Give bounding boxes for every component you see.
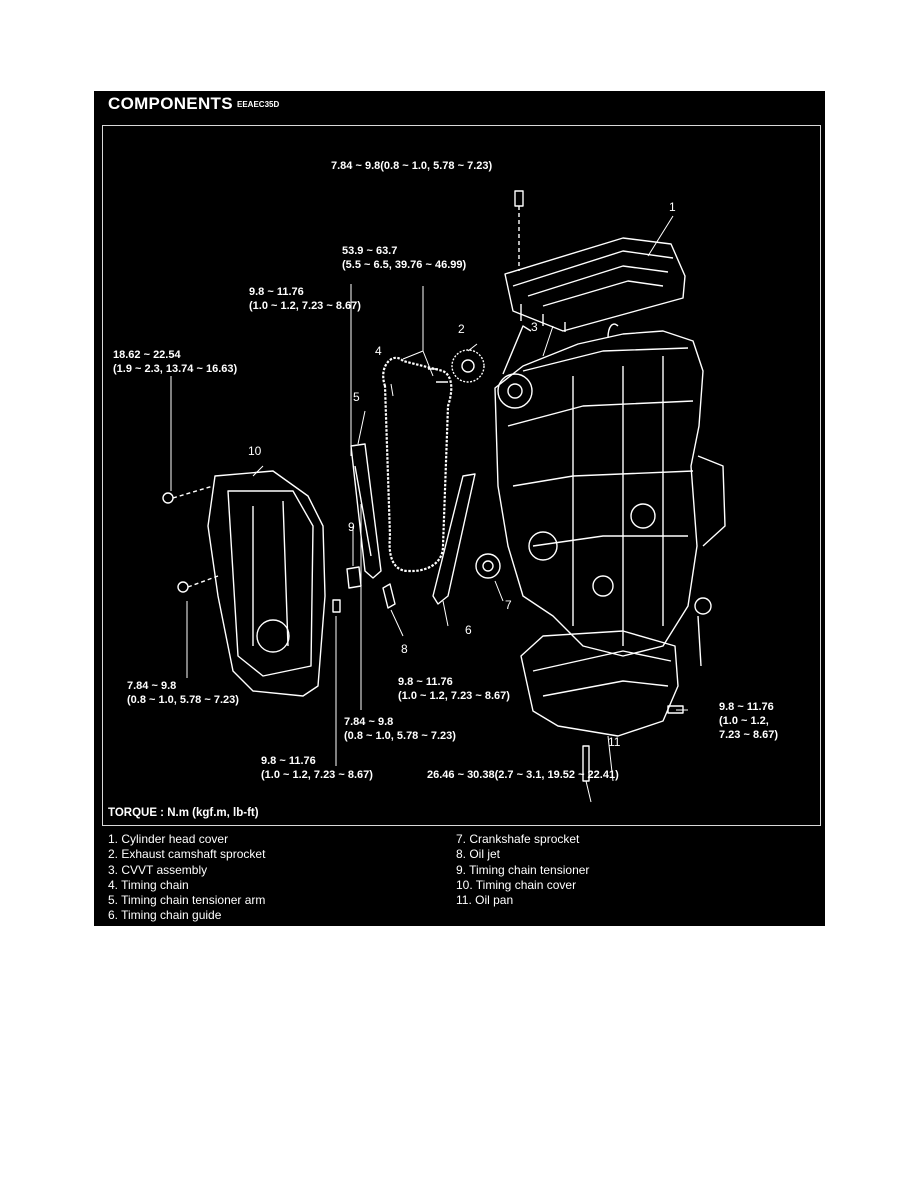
panel-title: COMPONENTS xyxy=(108,94,233,113)
torque-label-cover-lower-conversion: (0.8 ~ 1.0, 5.78 ~ 7.23) xyxy=(127,694,239,706)
callout-11: 11 xyxy=(608,735,621,749)
legend-item: 7. Crankshafe sprocket xyxy=(456,832,580,846)
torque-label-oil-pan-side-conversion-2: 7.23 ~ 8.67) xyxy=(719,729,779,741)
torque-label-oil-pan-side: 9.8 ~ 11.76 (1.0 ~ 1.2, 7.23 ~ 8.67) xyxy=(719,700,778,742)
panel-code: EEAEC35D xyxy=(237,100,280,109)
cvvt-assembly-drawing xyxy=(497,325,533,409)
timing-chain-cover-drawing xyxy=(207,470,326,697)
callout-10: 10 xyxy=(248,444,262,458)
callout-5: 5 xyxy=(353,390,360,404)
torque-label-oil-pan-drain: 26.46 ~ 30.38(2.7 ~ 3.1, 19.52 ~ 22.41) xyxy=(427,769,619,781)
oil-pan-drawing xyxy=(520,630,679,737)
callout-6: 6 xyxy=(465,623,472,637)
callout-1: 1 xyxy=(669,200,676,214)
callout-7: 7 xyxy=(505,598,512,612)
components-panel: COMPONENTS EEAEC35D xyxy=(94,91,825,926)
torque-label-chain-tensioner-value: 7.84 ~ 9.8 xyxy=(344,716,394,728)
camshaft-sprocket-drawing xyxy=(451,349,485,383)
torque-label-head-cover: 7.84 ~ 9.8(0.8 ~ 1.0, 5.78 ~ 7.23) xyxy=(331,160,493,172)
crankshaft-sprocket-drawing xyxy=(475,553,501,579)
timing-chain-drawing xyxy=(382,356,453,573)
torque-label-camshaft-value: 53.9 ~ 63.7 xyxy=(342,245,398,257)
torque-label-cover-bolt-conversion: (1.9 ~ 2.3, 13.74 ~ 16.63) xyxy=(113,363,238,375)
torque-label-oil-jet-value: 9.8 ~ 11.76 xyxy=(261,755,316,767)
legend-item: 5. Timing chain tensioner arm xyxy=(108,893,266,908)
torque-label-tensioner-arm-value: 9.8 ~ 11.76 xyxy=(249,286,304,298)
torque-label-oil-jet: 9.8 ~ 11.76 (1.0 ~ 1.2, 7.23 ~ 8.67) xyxy=(261,754,373,782)
torque-label-chain-guide: 9.8 ~ 11.76 (1.0 ~ 1.2, 7.23 ~ 8.67) xyxy=(398,675,510,703)
torque-label-chain-tensioner-conversion: (0.8 ~ 1.0, 5.78 ~ 7.23) xyxy=(344,730,456,742)
legend-right: 7. Crankshafe sprocket 8. Oil jet 9. Tim… xyxy=(456,832,589,908)
torque-label-oil-pan-side-value: 9.8 ~ 11.76 xyxy=(719,701,774,713)
chain-guide-drawing xyxy=(432,473,476,605)
callout-3: 3 xyxy=(531,320,538,334)
torque-label-chain-tensioner: 7.84 ~ 9.8 (0.8 ~ 1.0, 5.78 ~ 7.23) xyxy=(344,715,456,743)
legend-item: 10. Timing chain cover xyxy=(456,877,577,892)
torque-label-cover-bolt: 18.62 ~ 22.54 (1.9 ~ 2.3, 13.74 ~ 16.63) xyxy=(113,348,237,376)
torque-label-oil-jet-conversion: (1.0 ~ 1.2, 7.23 ~ 8.67) xyxy=(261,769,373,781)
legend-item: 3. CVVT assembly xyxy=(108,862,208,877)
torque-label-tensioner-arm: 9.8 ~ 11.76 (1.0 ~ 1.2, 7.23 ~ 8.67) xyxy=(249,285,361,313)
tensioner-arm-drawing xyxy=(350,443,382,579)
legend-item: 6. Timing chain guide xyxy=(108,908,222,923)
legend-item: 8. Oil jet xyxy=(456,847,501,862)
engine-block-drawing xyxy=(494,323,726,667)
cylinder-head-cover-drawing xyxy=(504,237,686,332)
panel-header: COMPONENTS EEAEC35D xyxy=(94,91,825,125)
legend-left: 1. Cylinder head cover 2. Exhaust camsha… xyxy=(108,832,265,924)
torque-label-camshaft-bolt: 53.9 ~ 63.7 (5.5 ~ 6.5, 39.76 ~ 46.99) xyxy=(342,244,466,272)
legend-item: 1. Cylinder head cover xyxy=(108,832,229,846)
engine-exploded-diagram xyxy=(162,190,726,803)
legend-item: 11. Oil pan xyxy=(456,893,514,908)
torque-label-tensioner-arm-conversion: (1.0 ~ 1.2, 7.23 ~ 8.67) xyxy=(249,300,361,312)
oil-jet-drawing xyxy=(382,583,396,609)
callout-8: 8 xyxy=(401,642,408,656)
torque-label-chain-guide-conversion: (1.0 ~ 1.2, 7.23 ~ 8.67) xyxy=(398,690,510,702)
leader-lines xyxy=(170,215,688,803)
legend-item: 9. Timing chain tensioner xyxy=(456,862,590,877)
torque-label-chain-guide-value: 9.8 ~ 11.76 xyxy=(398,676,453,688)
legend-item: 2. Exhaust camshaft sprocket xyxy=(108,847,266,862)
bolts-drawing xyxy=(162,190,684,782)
torque-label-camshaft-conversion: (5.5 ~ 6.5, 39.76 ~ 46.99) xyxy=(342,259,467,271)
torque-label-oil-pan-side-conversion-1: (1.0 ~ 1.2, xyxy=(719,715,769,727)
torque-label-cover-bolt-value: 18.62 ~ 22.54 xyxy=(113,349,181,361)
diagram-frame: 7.84 ~ 9.8(0.8 ~ 1.0, 5.78 ~ 7.23) 53.9 … xyxy=(102,125,821,826)
torque-label-cover-lower-value: 7.84 ~ 9.8 xyxy=(127,680,177,692)
torque-label-cover-lower: 7.84 ~ 9.8 (0.8 ~ 1.0, 5.78 ~ 7.23) xyxy=(127,679,239,707)
callout-2: 2 xyxy=(458,322,465,336)
callout-9: 9 xyxy=(348,520,355,534)
callout-4: 4 xyxy=(375,344,382,358)
legend-item: 4. Timing chain xyxy=(108,877,189,892)
chain-tensioner-drawing xyxy=(346,566,362,589)
torque-units-note: TORQUE : N.m (kgf.m, lb-ft) xyxy=(108,807,259,819)
